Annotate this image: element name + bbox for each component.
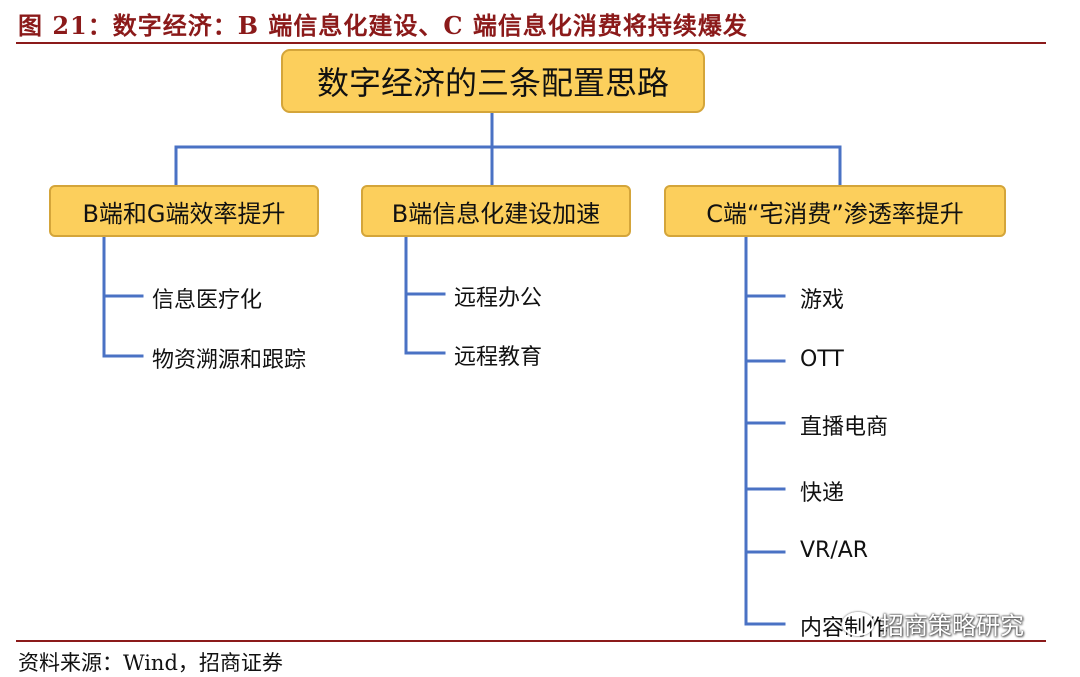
leaf-item: 游戏 [800, 288, 845, 313]
leaf-item: 直播电商 [800, 415, 889, 440]
category-node-b-g-efficiency: B端和G端效率提升 [49, 185, 319, 237]
title-rule [16, 42, 1046, 44]
leaf-item: 快递 [800, 481, 845, 506]
watermark: 招商策略研究 [842, 606, 1024, 641]
leaf-item: OTT [800, 347, 844, 372]
leaf-item: VR/AR [800, 538, 869, 563]
source-note: 资料来源：Wind，招商证券 [18, 651, 283, 675]
category-node-c-home-consumption: C端“宅消费”渗透率提升 [664, 185, 1006, 237]
watermark-text: 招商策略研究 [880, 612, 1024, 640]
root-node: 数字经济的三条配置思路 [281, 49, 705, 113]
source-rule [16, 640, 1046, 642]
leaf-item: 远程教育 [454, 345, 543, 370]
category-node-b-informatization: B端信息化建设加速 [361, 185, 631, 237]
figure-title: 图 21：数字经济：B 端信息化建设、C 端信息化消费将持续爆发 [18, 11, 748, 40]
wechat-icon [842, 611, 874, 636]
leaf-item: 信息医疗化 [152, 288, 263, 313]
leaf-item: 物资溯源和跟踪 [152, 348, 307, 373]
leaf-item: 远程办公 [454, 286, 543, 311]
